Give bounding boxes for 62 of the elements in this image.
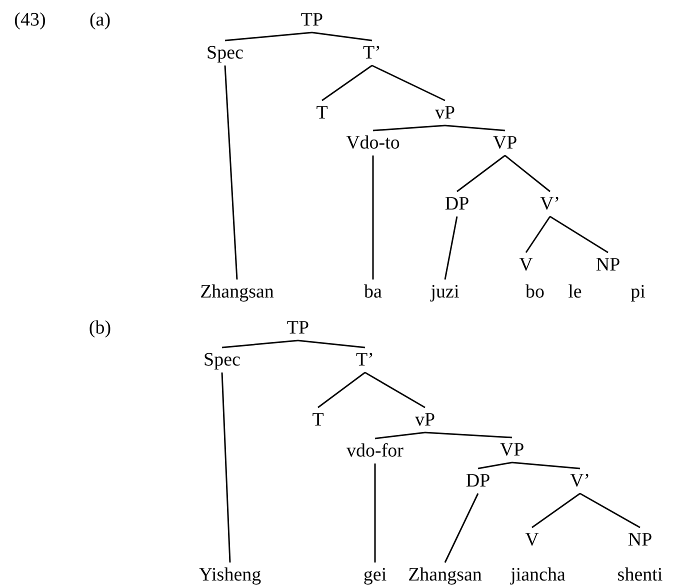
tree-node-label: T [310,408,326,432]
tree-node-label: DP [442,192,472,216]
tree-branch [372,64,446,102]
tree-node-label: VP [490,132,520,154]
tree-branch [550,216,608,254]
tree-branch [322,64,372,102]
tree-node-label: gei [361,564,389,586]
text-label: (b) [88,318,112,338]
tree-branch [221,372,231,563]
tree-node-label: NP [594,254,622,276]
text-label: bo [526,282,544,302]
tree-branch [444,216,458,280]
tree-branch [504,154,550,192]
tree-node-label: TP [298,8,326,32]
tree-node-label: Zhangsan [406,564,484,586]
text-label: pi [630,282,646,302]
tree-node-label: Yisheng [196,564,264,586]
tree-node-label: Zhangsan [198,280,276,304]
tree-branch [312,32,372,42]
text-label: le [568,282,582,302]
tree-branch [424,432,512,438]
tree-branch [364,372,426,408]
text-label: (43) [14,10,46,30]
tree-node-label: Spec [204,42,246,64]
tree-node-label: T [314,102,330,124]
tree-node-label: VP [498,438,526,462]
tree-branch [525,216,551,253]
tree-branch [444,493,479,563]
tree-branch [512,462,580,470]
tree-node-label: juzi [428,280,462,304]
tree-branch [372,156,374,280]
tree-branch [456,154,506,192]
text-label: jiancha [510,566,566,584]
tree-node-label: vP [412,408,438,432]
tree-node-label: T’ [361,42,383,64]
tree-node-label: V [523,528,541,552]
tree-node-label: Vdo-to [344,132,402,154]
tree-node-label: TP [284,316,312,340]
tree-branch [444,124,506,132]
tree-branch [580,492,640,528]
tree-node-label: V’ [568,470,592,492]
tree-branch [372,124,446,132]
tree-branch [224,65,238,280]
tree-node-label: vdo-for [344,440,406,462]
tree-node-label: vP [432,102,458,124]
tree-node-label: ba [362,280,384,304]
tree-branch [532,492,580,528]
text-label: (a) [89,10,111,30]
text-label: shenti [617,566,663,584]
tree-node-label: NP [626,528,654,552]
tree-branch [374,464,376,562]
tree-node-label: Spec [202,348,242,372]
tree-branch [224,32,312,42]
tree-branch [298,340,366,348]
tree-node-label: V’ [538,192,562,216]
tree-node-label: DP [464,470,492,492]
tree-branch [222,340,298,348]
tree-branch [478,462,512,470]
tree-node-label: V [517,254,535,276]
tree-branch [374,432,426,440]
tree-node-label: T’ [354,348,376,372]
tree-branch [318,372,366,408]
